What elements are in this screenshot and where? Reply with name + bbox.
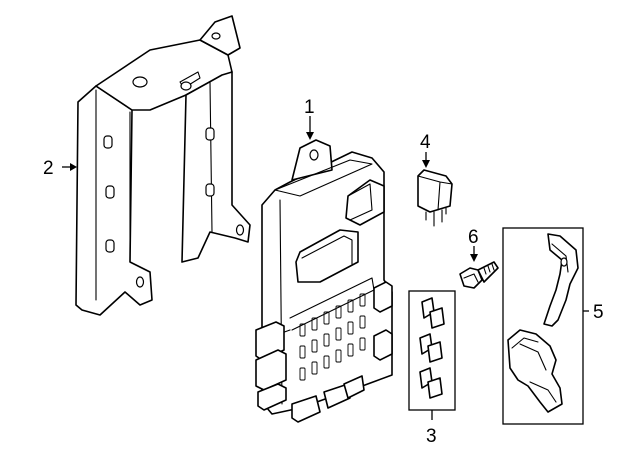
callout-4: 4 xyxy=(420,132,431,153)
callout-2: 2 xyxy=(43,158,54,179)
relay xyxy=(417,169,453,227)
callout-3: 3 xyxy=(426,426,437,447)
connector xyxy=(507,329,563,413)
callout-6: 6 xyxy=(468,227,479,248)
mounting-bracket xyxy=(75,15,251,316)
junction-box xyxy=(255,139,393,423)
callout-1: 1 xyxy=(304,97,315,118)
callout-5: 5 xyxy=(593,302,604,323)
fuse xyxy=(419,297,445,399)
bracket xyxy=(543,233,579,327)
leader-lines xyxy=(62,116,589,420)
bracket-group-box xyxy=(502,227,584,425)
bolt xyxy=(459,261,499,289)
